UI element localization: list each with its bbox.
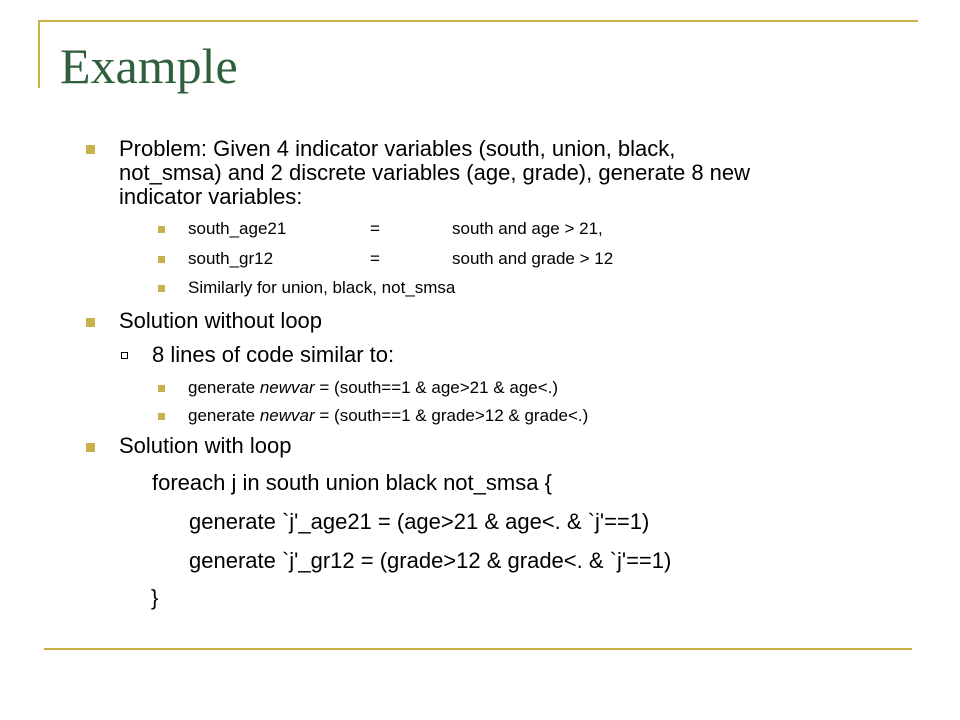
with-loop-heading: Solution with loop [119,433,292,458]
bullet-square-icon [158,285,165,292]
sub-item-eq: = [370,249,380,268]
sub-item-eq: = [370,219,380,238]
code-example-2: generate newvar = (south==1 & grade>12 &… [188,406,589,425]
bullet-square-icon [158,226,165,233]
without-loop-heading: Solution without loop [119,308,323,333]
loop-code-line: generate `j'_gr12 = (grade>12 & grade<. … [189,548,672,573]
sub-item-name: south_age21 [188,219,287,238]
sub-item-def: south and grade > 12 [452,249,614,268]
loop-code-line: foreach j in south union black not_smsa … [152,470,552,495]
bullet-square-icon [86,318,95,327]
bullet-square-icon [158,385,165,392]
frame-left-line [38,20,40,88]
frame-bottom-line [44,648,912,650]
frame-top-line [38,20,918,22]
bullet-square-icon [158,256,165,263]
problem-line-1: Problem: Given 4 indicator variables (so… [119,136,676,161]
sub-item-name: south_gr12 [188,249,274,268]
hollow-square-bullet-icon [121,352,128,359]
problem-line-2: not_smsa) and 2 discrete variables (age,… [119,160,751,185]
without-loop-subheading: 8 lines of code similar to: [152,342,395,367]
problem-line-3: indicator variables: [119,184,303,209]
bullet-square-icon [86,443,95,452]
bullet-square-icon [86,145,95,154]
loop-code-line: generate `j'_age21 = (age>21 & age<. & `… [189,509,650,534]
slide-title: Example [60,38,238,94]
loop-code-line: } [151,585,159,610]
bullet-square-icon [158,413,165,420]
similarly-text: Similarly for union, black, not_smsa [188,278,456,297]
code-example-1: generate newvar = (south==1 & age>21 & a… [188,378,559,397]
sub-item-def: south and age > 21, [452,219,603,238]
